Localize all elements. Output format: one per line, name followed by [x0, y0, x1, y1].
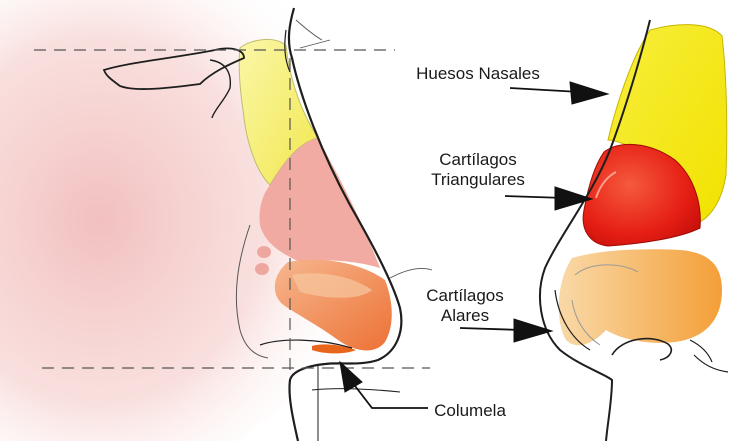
label-upper-lateral-cartilage: Cartílagos Triangulares	[408, 150, 548, 190]
label-upper-lateral-line1: Cartílagos	[408, 150, 548, 170]
arrow-columella-head	[340, 362, 362, 392]
label-columella: Columela	[420, 401, 520, 421]
frontal-nose	[540, 20, 728, 441]
label-alar-line1: Cartílagos	[405, 286, 525, 306]
label-nasal-bones: Huesos Nasales	[403, 64, 553, 84]
label-upper-lateral-line2: Triangulares	[408, 170, 548, 190]
frontal-nostril	[612, 339, 671, 360]
profile-sesamoid-2	[255, 263, 269, 275]
profile-sesamoid-1	[257, 246, 271, 258]
label-alar-line2: Alares	[405, 306, 525, 326]
arrow-nasal-bones-line	[510, 88, 580, 92]
label-alar-cartilage: Cartílagos Alares	[405, 286, 525, 326]
arrow-nasal-bones-head	[570, 82, 608, 104]
arrow-columella-line	[352, 382, 428, 408]
arrow-alar-line	[460, 328, 522, 330]
frontal-alar-cartilage	[559, 249, 722, 345]
